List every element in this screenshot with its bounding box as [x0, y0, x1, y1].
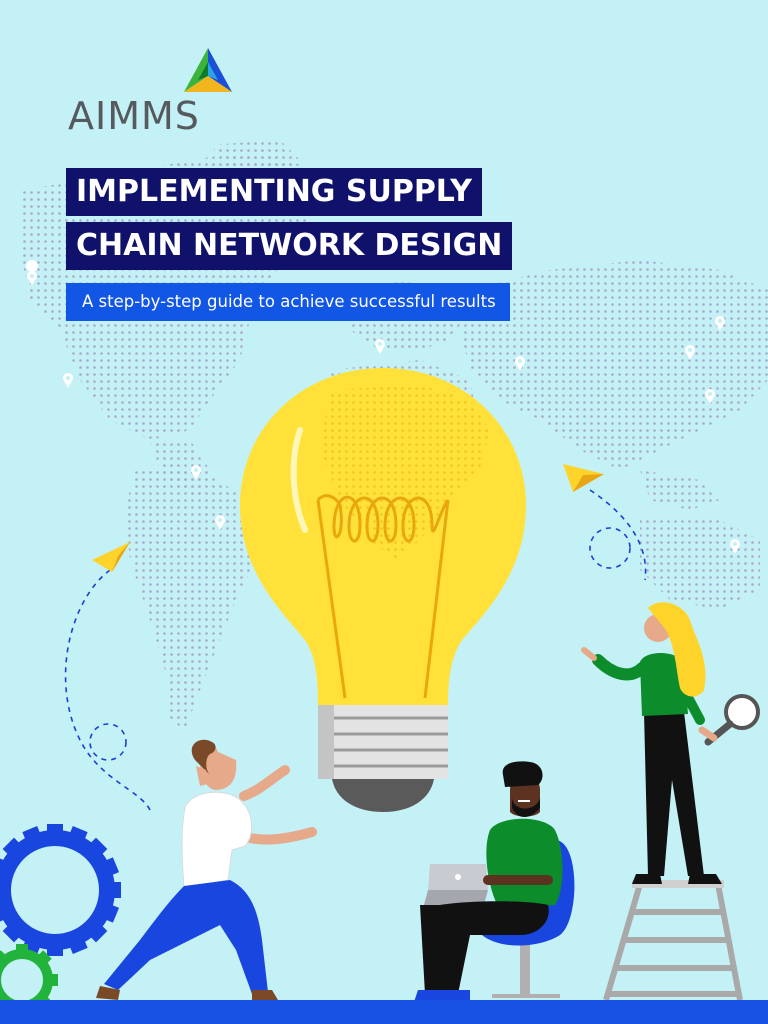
location-pin-icon	[705, 389, 715, 404]
paper-plane-icon	[92, 542, 130, 572]
location-pin-icon	[730, 539, 740, 554]
aimms-logo: AIMMS	[66, 46, 246, 138]
floor-strip	[0, 1000, 768, 1024]
subtitle: A step-by-step guide to achieve successf…	[66, 283, 510, 321]
location-pin-icon	[63, 373, 73, 388]
logo-wordmark: AIMMS	[68, 94, 200, 138]
magnifier-icon	[704, 694, 760, 746]
paper-plane-icon	[563, 464, 604, 492]
location-pin-icon	[191, 465, 201, 480]
location-pin-icon	[26, 260, 39, 286]
location-pin-icon	[685, 345, 695, 360]
title-line-1: IMPLEMENTING SUPPLY	[66, 168, 482, 216]
location-pin-icon	[375, 339, 385, 354]
location-pin-icon	[515, 356, 525, 371]
title-line-2: CHAIN NETWORK DESIGN	[66, 222, 513, 270]
location-pin-icon	[715, 316, 725, 331]
gear-icon	[0, 824, 121, 956]
location-pin-icon	[215, 515, 225, 530]
aimms-triangle-logo	[184, 48, 232, 92]
